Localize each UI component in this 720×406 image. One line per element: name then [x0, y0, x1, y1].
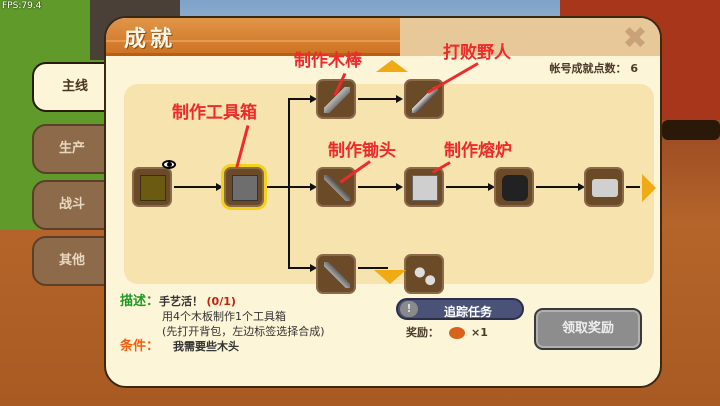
fps-counter: FPS:79.4 — [2, 1, 42, 11]
node-ore[interactable] — [404, 254, 444, 294]
desc-line2: (先打开背包，左边标签选择合成) — [162, 325, 325, 338]
node-scythe[interactable] — [316, 254, 356, 294]
node-wood[interactable] — [132, 167, 172, 207]
tab-other-label: 其他 — [58, 253, 85, 268]
node-club[interactable] — [316, 79, 356, 119]
annotation-toolbox: 制作工具箱 — [172, 103, 257, 123]
title-stripe — [106, 40, 660, 42]
scroll-right-arrow[interactable] — [642, 174, 656, 202]
tab-production-label: 生产 — [58, 141, 85, 156]
tab-other[interactable]: 其他 — [32, 236, 112, 286]
ore-icon — [412, 262, 438, 288]
node-furnace[interactable] — [404, 167, 444, 207]
tab-combat-label: 战斗 — [58, 197, 85, 212]
rugby-ball-icon — [449, 327, 465, 339]
annotation-club: 制作木棒 — [294, 51, 362, 71]
furnace-icon — [412, 175, 438, 201]
track-quest-label: 追踪任务 — [444, 305, 493, 319]
condition-label: 条件： — [120, 339, 160, 354]
node-ingot[interactable] — [584, 167, 624, 207]
coal-icon — [502, 175, 528, 201]
exclamation-icon: ! — [400, 301, 418, 317]
tab-main-label: 主线 — [61, 79, 88, 94]
scroll-up-arrow[interactable] — [376, 60, 408, 72]
node-toolbox[interactable] — [224, 167, 264, 207]
claim-reward-button[interactable]: 领取奖励 — [534, 308, 642, 350]
toolbox-icon — [232, 175, 258, 201]
points-label: 帐号成就点数： — [549, 62, 627, 75]
title-bar: 成就 ✖ — [106, 18, 660, 56]
node-coal[interactable] — [494, 167, 534, 207]
desc-line1: 用4个木板制作1个工具箱 — [162, 310, 286, 323]
desc-label: 描述： — [120, 294, 160, 309]
reward-label: 奖励： — [406, 326, 439, 339]
close-icon[interactable]: ✖ — [622, 21, 648, 56]
tab-combat[interactable]: 战斗 — [32, 180, 112, 230]
iron-ingot-icon — [592, 179, 618, 197]
achievement-tree — [124, 79, 656, 294]
tab-production[interactable]: 生产 — [32, 124, 112, 174]
points-value: 6 — [630, 62, 638, 75]
description-section: 描述：手艺活！ (0/1) 用4个木板制作1个工具箱 (先打开背包，左边标签选择… — [120, 294, 325, 354]
reward-count: ×1 — [471, 326, 488, 339]
account-points: 帐号成就点数： 6 — [550, 60, 639, 76]
track-quest-button[interactable]: ! 追踪任务 — [396, 298, 524, 320]
sword-icon — [412, 87, 438, 113]
annotation-hoe: 制作锄头 — [328, 141, 396, 161]
scroll-down-arrow[interactable] — [374, 270, 406, 284]
wood-block-icon — [140, 175, 166, 201]
background-stone — [662, 120, 720, 140]
quest-name: 手艺活！ — [159, 295, 204, 308]
title-bar-right — [400, 18, 660, 56]
scythe-icon — [324, 262, 350, 288]
panel-title: 成就 — [124, 27, 177, 52]
annotation-furnace: 制作熔炉 — [444, 141, 512, 161]
annotation-savage: 打败野人 — [443, 43, 511, 63]
achievement-panel: 成就 ✖ 帐号成就点数： 6 — [104, 16, 662, 388]
reward-row: 奖励： ×1 — [406, 324, 488, 340]
condition-text: 我需要些木头 — [173, 340, 240, 353]
quest-progress: (0/1) — [206, 295, 236, 308]
claim-reward-label: 领取奖励 — [561, 321, 614, 336]
eye-icon[interactable] — [162, 160, 176, 169]
